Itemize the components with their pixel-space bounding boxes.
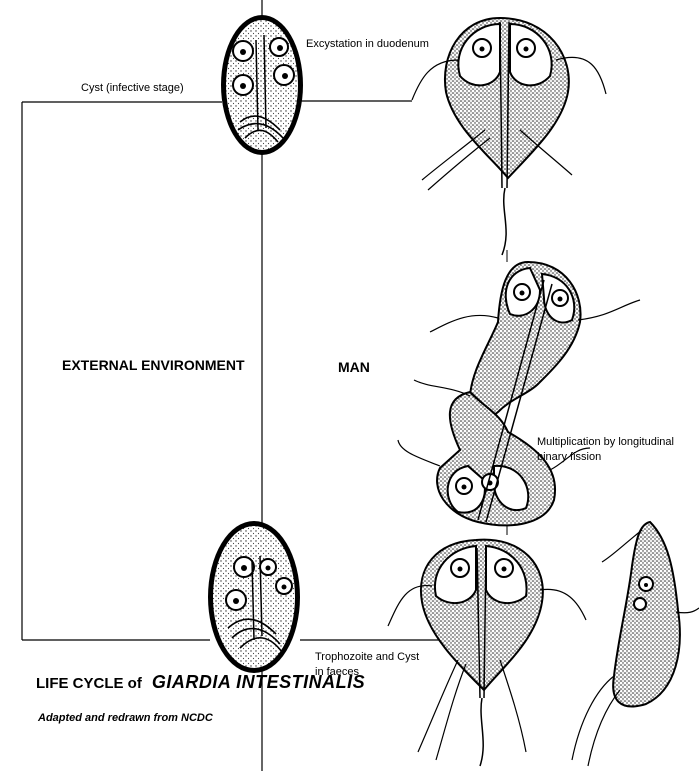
man-heading: MAN xyxy=(338,359,370,375)
multiplication-label-line1: Multiplication by longitudinal xyxy=(537,436,674,449)
cyst-top-drawing xyxy=(221,15,303,155)
title-prefix: LIFE CYCLE of xyxy=(36,675,142,692)
multiplication-label-line2: binary fission xyxy=(537,451,601,464)
source-credit: Adapted and redrawn from NCDC xyxy=(38,712,213,724)
trophozoite-top-drawing xyxy=(412,18,606,255)
trophozoite-side-view-drawing xyxy=(572,522,699,766)
title-organism: GIARDIA INTESTINALIS xyxy=(152,672,365,692)
diagram-title: LIFE CYCLE of GIARDIA INTESTINALIS xyxy=(36,672,365,693)
cyst-label: Cyst (infective stage) xyxy=(81,82,184,95)
external-environment-heading: EXTERNAL ENVIRONMENT xyxy=(62,357,245,373)
excystation-label: Excystation in duodenum xyxy=(306,38,429,51)
faeces-label-line1: Trophozoite and Cyst xyxy=(315,651,419,664)
cyst-bottom-drawing xyxy=(208,521,300,673)
dividing-trophozoite-drawing xyxy=(398,262,640,525)
